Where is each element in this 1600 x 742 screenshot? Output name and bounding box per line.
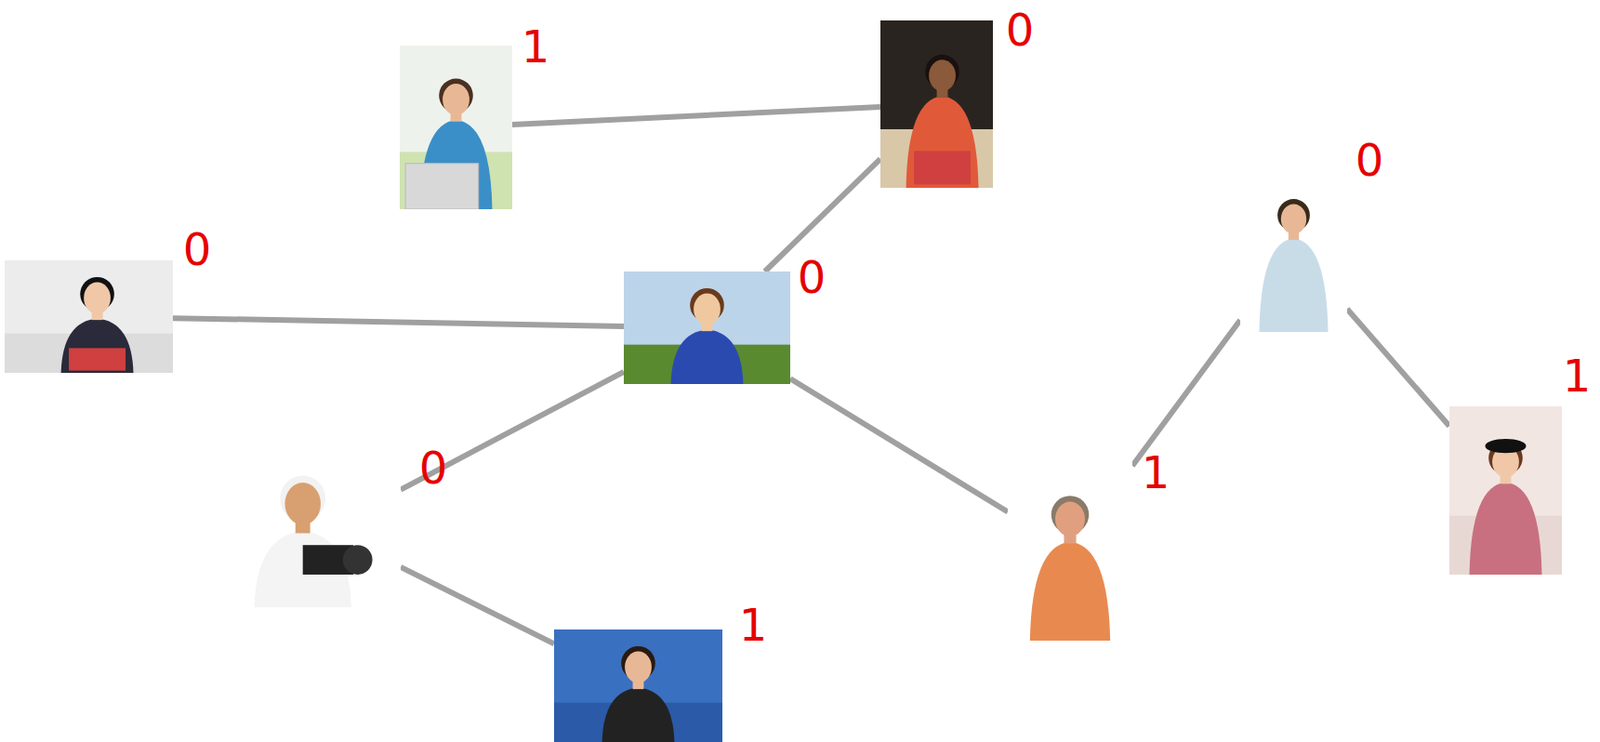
person-photo [880,20,993,188]
node-value: 1 [739,602,768,648]
node-value: 1 [1562,353,1592,398]
node-value: 1 [521,24,551,69]
node-value: 0 [1005,7,1035,53]
node-value: 1 [1141,449,1171,495]
person-node: 0 [250,451,401,608]
person-node: 0 [4,260,173,373]
person-node: 1 [554,629,723,742]
person-node: 0 [1240,163,1348,332]
person-node: 1 [1449,406,1562,575]
friendship-link [400,371,624,490]
node-value: 0 [797,254,827,300]
friendship-link [1132,319,1241,466]
friendship-link [400,567,555,644]
person-photo [250,451,401,608]
person-photo [1449,406,1562,575]
person-node: 1 [399,45,513,210]
person-photo [623,271,791,384]
node-value: 0 [183,226,212,272]
person-photo [1007,459,1133,641]
friendship-link [1347,308,1450,426]
person-photo [554,629,723,742]
person-photo [399,45,513,210]
person-node: 0 [880,20,993,188]
node-value: 0 [419,445,449,490]
friendship-link [512,106,881,125]
friendship-link [172,317,624,327]
person-node: 1 [1007,459,1133,641]
friendship-link [790,378,1008,512]
node-value: 0 [1355,137,1385,183]
person-photo [1240,163,1348,332]
person-photo [4,260,173,373]
person-node: 0 [623,271,791,384]
